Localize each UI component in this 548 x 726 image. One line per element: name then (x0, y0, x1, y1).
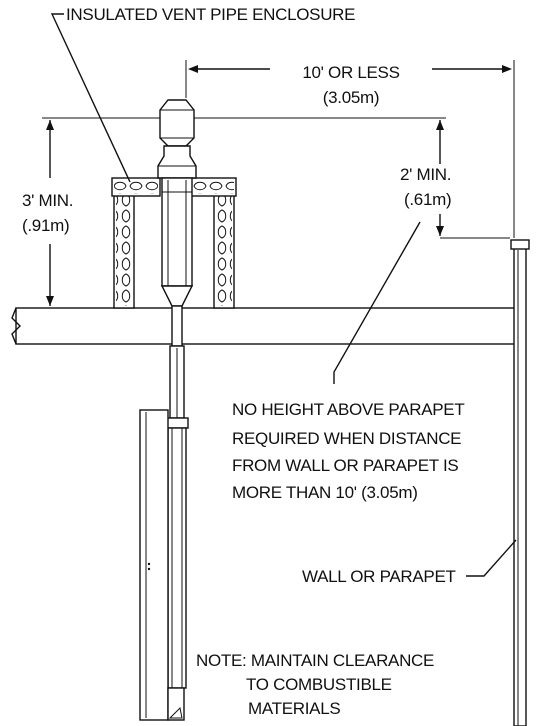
parapet-note-line2: REQUIRED WHEN DISTANCE (232, 429, 461, 448)
height-2ft-dimension (194, 117, 510, 239)
distance-dimension (185, 60, 515, 238)
height-3ft-label-line1: 3' MIN. (22, 191, 73, 210)
distance-label-line2: (3.05m) (323, 88, 379, 107)
parapet-note-line3: FROM WALL OR PARAPET IS (232, 456, 458, 475)
height-3ft-label-line2: (.91m) (22, 216, 69, 235)
clearance-note-line1: NOTE: MAINTAIN CLEARANCE (196, 651, 434, 670)
clearance-note-line2: TO COMBUSTIBLE (246, 675, 392, 694)
parapet-note-line1: NO HEIGHT ABOVE PARAPET (232, 400, 464, 419)
height-2ft-label-line2: (.61m) (404, 190, 451, 209)
enclosure-leader (50, 13, 131, 183)
vent-pipe (139, 99, 197, 721)
height-2ft-label-line1: 2' MIN. (400, 165, 451, 184)
insulated-enclosure (111, 177, 237, 309)
height-3ft-dimension (42, 117, 160, 306)
enclosure-label: INSULATED VENT PIPE ENCLOSURE (66, 5, 355, 24)
parapet-note-leader (333, 221, 421, 384)
wall-label: WALL OR PARAPET (302, 567, 456, 586)
roof-deck (11, 307, 525, 345)
wall-parapet (510, 239, 530, 726)
parapet-note-line4: MORE THAN 10' (3.05m) (232, 483, 418, 502)
wall-leader (466, 539, 517, 577)
clearance-note-line3: MATERIALS (248, 699, 340, 718)
distance-label-line1: 10' OR LESS (302, 63, 399, 82)
